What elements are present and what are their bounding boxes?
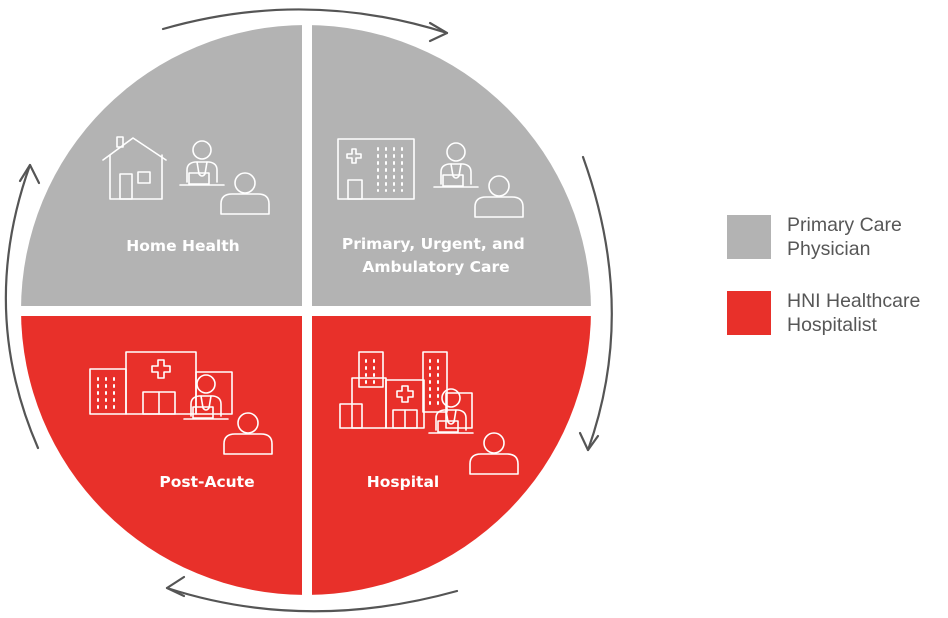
- quadrant-home-health: [21, 25, 302, 306]
- bottom-clockwise-arrow: [165, 575, 459, 613]
- top-clockwise-arrow: [161, 8, 449, 43]
- legend-label: Primary Care Physician: [787, 214, 902, 260]
- quadrant-label-primary-care: Primary, Urgent, and Ambulatory Care: [342, 235, 530, 276]
- legend-item-primary-care-physician: Primary Care Physician: [727, 212, 947, 262]
- house-icon: [102, 136, 167, 200]
- legend-swatch-red: [727, 291, 771, 335]
- right-clockwise-arrow: [578, 155, 613, 452]
- care-facility-icon: [89, 351, 233, 415]
- legend-swatch-gray: [727, 215, 771, 259]
- quadrant-post-acute: [21, 316, 302, 595]
- clinic-building-icon: [337, 138, 415, 200]
- quadrant-shapes: [21, 25, 591, 595]
- legend-label: HNI Healthcare Hospitalist: [787, 290, 921, 336]
- quadrant-label-post-acute: Post-Acute: [159, 473, 254, 491]
- quadrant-label-home-health: Home Health: [126, 237, 239, 255]
- quadrant-label-hospital: Hospital: [367, 473, 439, 491]
- legend-item-hni-hospitalist: HNI Healthcare Hospitalist: [727, 288, 947, 338]
- quadrant-hospital: [312, 316, 591, 595]
- left-clockwise-arrow: [4, 163, 41, 450]
